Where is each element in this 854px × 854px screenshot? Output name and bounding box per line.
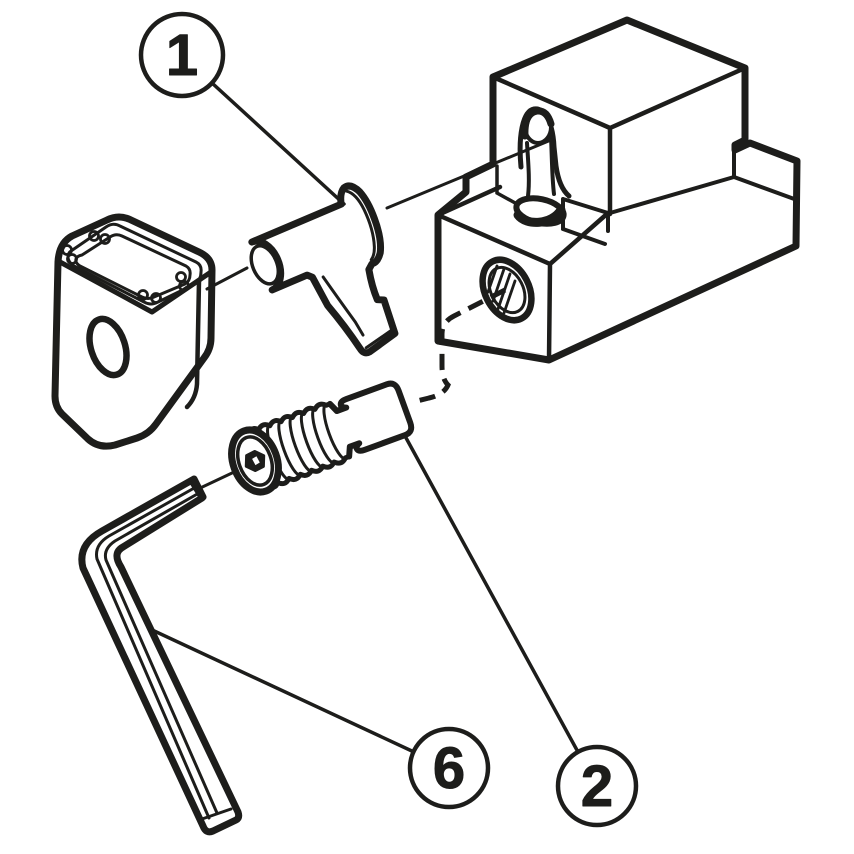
hex-key-end-chamfer (200, 807, 233, 821)
callout-6: 6 (148, 627, 491, 810)
axis-line-lever-to-block (385, 138, 553, 210)
end-cap-oval-hole (86, 315, 130, 379)
lever-pin-head-shadow (521, 107, 555, 140)
hex-key-facet-line-1 (95, 485, 211, 820)
hex-key-outline (78, 475, 243, 836)
end-cap-outline (51, 213, 216, 450)
hex-key-tip-chamfer (189, 481, 201, 498)
screw-face-chamfer (235, 435, 275, 487)
callout-1-bubble (138, 11, 226, 99)
lever-flange-thickness (344, 189, 376, 262)
lever-bore (249, 244, 281, 286)
tool-block-outline (434, 16, 801, 364)
clamp-lever-part (248, 182, 399, 357)
hex-key-facet-line-2 (103, 491, 219, 815)
tool-block-top-edges (490, 65, 748, 217)
lever-pin-sides (525, 135, 556, 198)
tool-block-base-edges (608, 150, 799, 215)
clamp-screw-part (228, 380, 415, 496)
callout-2: 2 (403, 434, 639, 828)
lever-outline (248, 182, 399, 357)
end-cap-right-edge (184, 278, 202, 410)
screw-neck-pin-outline (326, 380, 415, 460)
slot-left-wall (495, 164, 519, 206)
callout-2-bubble (555, 744, 639, 828)
hex-key-part (78, 475, 243, 836)
callout-6-bubble (407, 726, 491, 810)
end-cap-part (51, 213, 216, 450)
lever-foot-line (364, 329, 393, 350)
end-cap-screw-holes (61, 230, 190, 304)
callout-2-leader (403, 434, 580, 754)
callout-6-leader (148, 627, 416, 754)
callout-1: 1 (138, 11, 346, 206)
lever-arm-facet (321, 275, 365, 337)
lever-pin-pedestal-shadow (513, 205, 566, 227)
clamp-housing-top-edges (435, 184, 611, 363)
lever-pin-body-fill (527, 135, 554, 196)
callout-2-number: 2 (581, 754, 613, 819)
threaded-hole-hatching (486, 264, 517, 315)
tool-block-part (434, 16, 801, 364)
callout-1-number: 1 (166, 23, 198, 88)
callout-6-number: 6 (433, 736, 465, 801)
callout-1-leader (210, 81, 346, 206)
screw-hex-socket-highlight (252, 456, 260, 466)
axis-line-cap-to-lever (205, 266, 249, 291)
